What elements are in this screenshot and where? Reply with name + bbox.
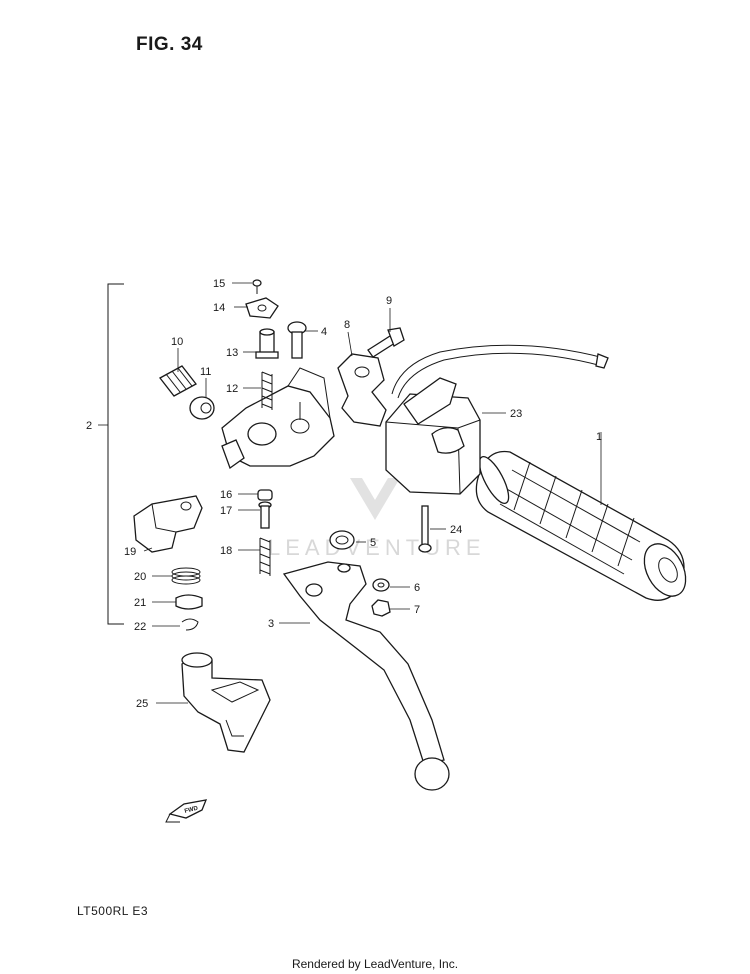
watermark-logo-icon	[350, 478, 400, 520]
part-12-spring[interactable]	[261, 371, 273, 410]
callout-7: 7	[414, 604, 420, 616]
part-9-clamp-bolt[interactable]	[367, 327, 405, 358]
callout-1: 1	[596, 431, 602, 443]
render-credit: Rendered by LeadVenture, Inc.	[291, 957, 459, 971]
fwd-direction-marker: FWD	[165, 799, 208, 823]
callout-12: 12	[226, 383, 238, 395]
part-23-switch-housing[interactable]	[385, 344, 609, 495]
leader-lines	[143, 282, 602, 704]
callout-3: 3	[268, 618, 274, 630]
assembly-bracket	[98, 283, 124, 625]
fwd-marker-text: FWD	[184, 805, 199, 815]
callout-15: 15	[213, 278, 225, 290]
callout-10: 10	[171, 336, 183, 348]
part-24-screw[interactable]	[418, 505, 432, 553]
callout-2: 2	[86, 420, 92, 432]
part-22-clip[interactable]	[181, 618, 199, 631]
callout-25: 25	[136, 698, 148, 710]
callout-9: 9	[386, 295, 392, 307]
model-code: LT500RL E3	[77, 904, 149, 918]
part-15-screw[interactable]	[252, 279, 262, 294]
part-25-cover[interactable]	[181, 652, 271, 753]
part-11-adjuster-nut[interactable]	[189, 396, 215, 420]
part-7-nut[interactable]	[371, 599, 391, 617]
callout-14: 14	[213, 302, 225, 314]
callout-6: 6	[414, 582, 420, 594]
callout-20: 20	[134, 571, 146, 583]
callout-22: 22	[134, 621, 146, 633]
part-21-collar[interactable]	[175, 594, 203, 610]
callout-16: 16	[220, 489, 232, 501]
callout-labels: 1 2 3 4 5 6 7 8 9 10 11 12 13 14 15 16 1…	[86, 278, 602, 710]
part-17-pin[interactable]	[258, 501, 272, 529]
callout-19: 19	[124, 546, 136, 558]
callout-18: 18	[220, 545, 232, 557]
part-1-grip[interactable]	[474, 450, 694, 604]
callout-4: 4	[321, 326, 327, 338]
part-6-washer[interactable]	[372, 578, 390, 592]
callout-11: 11	[200, 366, 211, 378]
part-8-clamp[interactable]	[337, 353, 387, 427]
watermark: LEADVENTURE	[268, 478, 486, 560]
figure-title: FIG. 34	[136, 34, 203, 55]
callout-21: 21	[134, 597, 146, 609]
watermark-text: LEADVENTURE	[268, 535, 486, 560]
callout-24: 24	[450, 524, 462, 536]
callout-8: 8	[344, 319, 350, 331]
part-18-spring[interactable]	[259, 537, 271, 576]
callout-5: 5	[370, 537, 376, 549]
part-13-plunger[interactable]	[255, 328, 279, 359]
lever-perch[interactable]	[221, 367, 335, 470]
callout-23: 23	[510, 408, 522, 420]
part-16-cap[interactable]	[257, 489, 273, 501]
part-19-bracket[interactable]	[133, 495, 203, 553]
part-5-washer[interactable]	[329, 530, 355, 550]
callout-13: 13	[226, 347, 238, 359]
part-14-plate[interactable]	[245, 297, 279, 319]
part-3-lever[interactable]	[282, 561, 450, 791]
part-20-spring[interactable]	[171, 567, 201, 585]
part-10-adjuster-bolt[interactable]	[159, 365, 197, 397]
part-4-pivot-bolt[interactable]	[287, 321, 307, 359]
callout-17: 17	[220, 505, 232, 517]
